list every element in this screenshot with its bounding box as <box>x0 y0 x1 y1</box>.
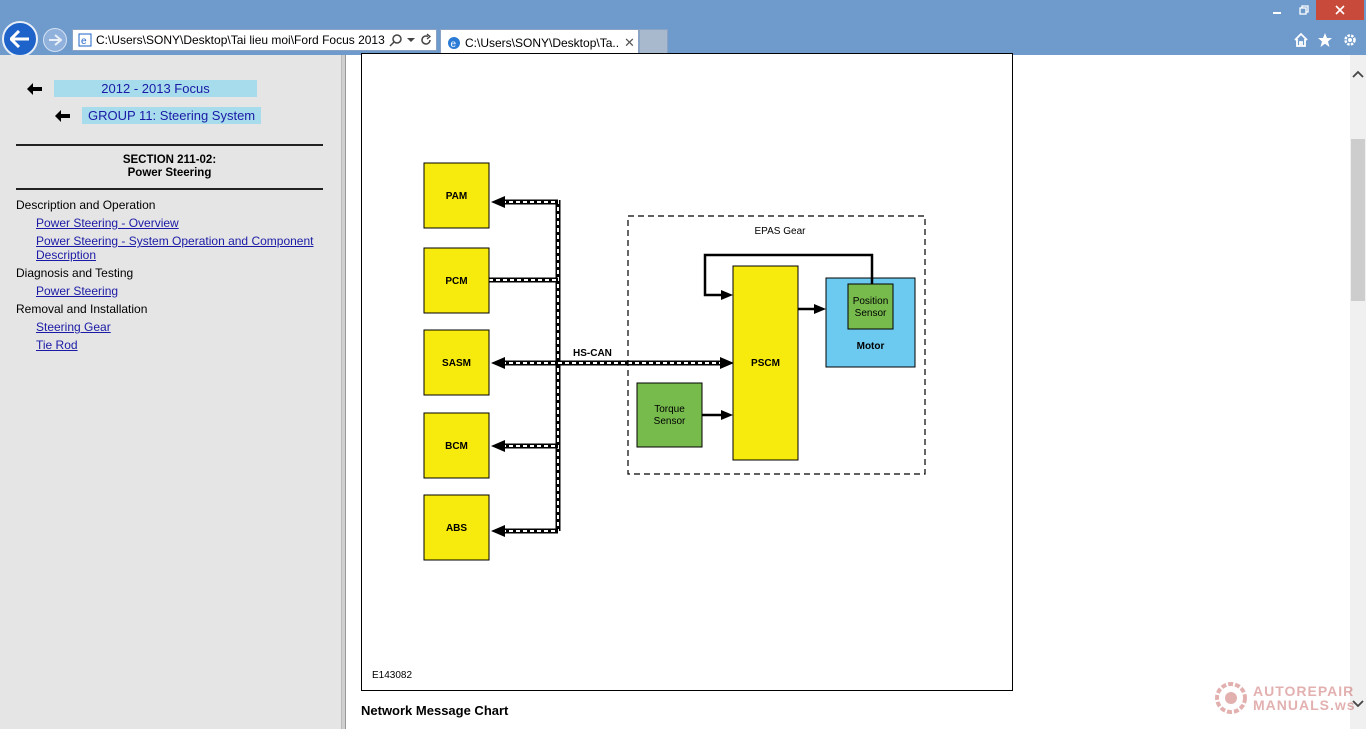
scroll-down-button[interactable] <box>1350 699 1366 713</box>
toc-category: Description and Operation <box>16 198 156 212</box>
settings-button[interactable] <box>1340 30 1360 50</box>
toc-link[interactable]: Steering Gear <box>36 320 111 334</box>
scroll-up-button[interactable] <box>1350 69 1366 83</box>
home-button[interactable] <box>1291 30 1311 50</box>
star-icon <box>1318 33 1332 47</box>
position-sensor: Position Sensor <box>847 283 894 330</box>
arrow-left-icon <box>27 82 42 95</box>
arrow-left-icon <box>10 30 29 48</box>
minimize-button[interactable] <box>1262 0 1292 20</box>
ie-tab-icon: e <box>447 36 461 50</box>
epas-gear-label: EPAS Gear <box>755 226 807 237</box>
network-diagram-figure: HS-CAN PAM PCM SASM BCM ABS <box>361 53 1013 691</box>
torque-sensor-label: Torque <box>654 404 685 415</box>
restore-icon <box>1299 5 1309 15</box>
chevron-down-icon <box>1352 700 1364 708</box>
epas-gear-boundary <box>627 215 926 475</box>
watermark-logo: AUTOREPAIR MANUALS.ws <box>1213 681 1356 715</box>
watermark-text: AUTOREPAIR <box>1253 683 1355 699</box>
tab-active[interactable]: e C:\Users\SONY\Desktop\Ta... ✕ <box>440 29 639 55</box>
arrow-left-icon <box>55 109 70 122</box>
module-bcm: BCM <box>423 412 490 479</box>
motor-label: Motor <box>857 341 885 352</box>
module-pscm: PSCM <box>732 265 799 461</box>
toc-category: Removal and Installation <box>16 302 148 316</box>
refresh-icon[interactable] <box>419 33 433 47</box>
section-heading: SECTION 211-02: Power Steering <box>16 154 323 180</box>
toc-category: Diagnosis and Testing <box>16 266 134 280</box>
address-bar[interactable]: e C:\Users\SONY\Desktop\Tai lieu moi\For… <box>72 29 437 51</box>
module-pcm-label: PCM <box>445 276 467 287</box>
module-abs: ABS <box>423 494 490 561</box>
forward-button[interactable] <box>43 28 67 52</box>
module-pam: PAM <box>423 162 490 229</box>
toc-link[interactable]: Power Steering - System Operation and Co… <box>36 234 314 262</box>
ie-page-icon: e <box>76 31 94 49</box>
torque-sensor: Torque Sensor <box>636 382 703 448</box>
divider <box>16 188 323 190</box>
position-sensor-label: Position <box>853 296 889 307</box>
module-abs-label: ABS <box>446 523 467 534</box>
tab-title[interactable]: C:\Users\SONY\Desktop\Ta... <box>465 35 620 50</box>
divider <box>16 144 323 146</box>
section-subheading: Network Message Chart <box>361 703 509 718</box>
svg-text:e: e <box>451 39 457 50</box>
figure-code: E143082 <box>372 670 413 681</box>
dropdown-icon[interactable] <box>407 36 415 44</box>
breadcrumb-model[interactable]: 2012 - 2013 Focus <box>26 80 257 97</box>
module-bcm-label: BCM <box>445 441 468 452</box>
position-sensor-label: Sensor <box>855 308 887 319</box>
section-title: Power Steering <box>127 167 212 179</box>
minimize-icon <box>1273 12 1281 14</box>
toc-link[interactable]: Power Steering <box>36 284 119 298</box>
module-pam-label: PAM <box>446 191 467 202</box>
watermark-text: MANUALS.ws <box>1253 697 1356 713</box>
network-diagram: HS-CAN PAM PCM SASM BCM ABS <box>423 162 926 561</box>
toc-list: Description and Operation Power Steering… <box>16 198 326 352</box>
close-icon <box>1335 5 1345 15</box>
epas-connections <box>702 253 874 420</box>
scroll-thumb[interactable] <box>1351 139 1365 301</box>
new-tab-button[interactable] <box>639 29 668 54</box>
back-button[interactable] <box>2 21 38 57</box>
restore-button[interactable] <box>1292 0 1316 20</box>
frame-splitter[interactable] <box>342 55 346 729</box>
torque-sensor-label: Sensor <box>654 416 686 427</box>
arrow-right-icon <box>49 34 62 46</box>
toc-link[interactable]: Power Steering - Overview <box>36 216 179 230</box>
vertical-scrollbar[interactable] <box>1350 55 1366 729</box>
chevron-up-icon <box>1352 70 1364 78</box>
toc-sidebar <box>0 55 342 729</box>
main-content: HS-CAN PAM PCM SASM BCM ABS <box>347 53 1350 729</box>
home-icon <box>1294 32 1308 47</box>
module-pcm: PCM <box>423 247 490 314</box>
breadcrumb-group[interactable]: GROUP 11: Steering System <box>54 107 262 124</box>
bus-label: HS-CAN <box>573 348 612 359</box>
module-sasm: SASM <box>423 329 490 396</box>
gear-logo-icon <box>1215 682 1247 714</box>
section-number: SECTION 211-02: <box>122 154 217 166</box>
module-sasm-label: SASM <box>442 358 471 369</box>
module-pscm-label: PSCM <box>751 358 780 369</box>
close-window-button[interactable] <box>1316 0 1364 20</box>
favorites-button[interactable] <box>1315 30 1335 50</box>
gear-icon <box>1344 34 1356 46</box>
search-icon[interactable] <box>389 33 403 47</box>
toc-link[interactable]: Tie Rod <box>36 338 78 352</box>
breadcrumb-group-link[interactable]: GROUP 11: Steering System <box>82 107 262 124</box>
close-tab-icon[interactable]: ✕ <box>624 34 635 50</box>
address-text[interactable]: C:\Users\SONY\Desktop\Tai lieu moi\Ford … <box>96 33 385 47</box>
hs-can-bus <box>489 196 734 537</box>
svg-text:e: e <box>81 36 87 47</box>
breadcrumb-model-link[interactable]: 2012 - 2013 Focus <box>54 80 257 97</box>
